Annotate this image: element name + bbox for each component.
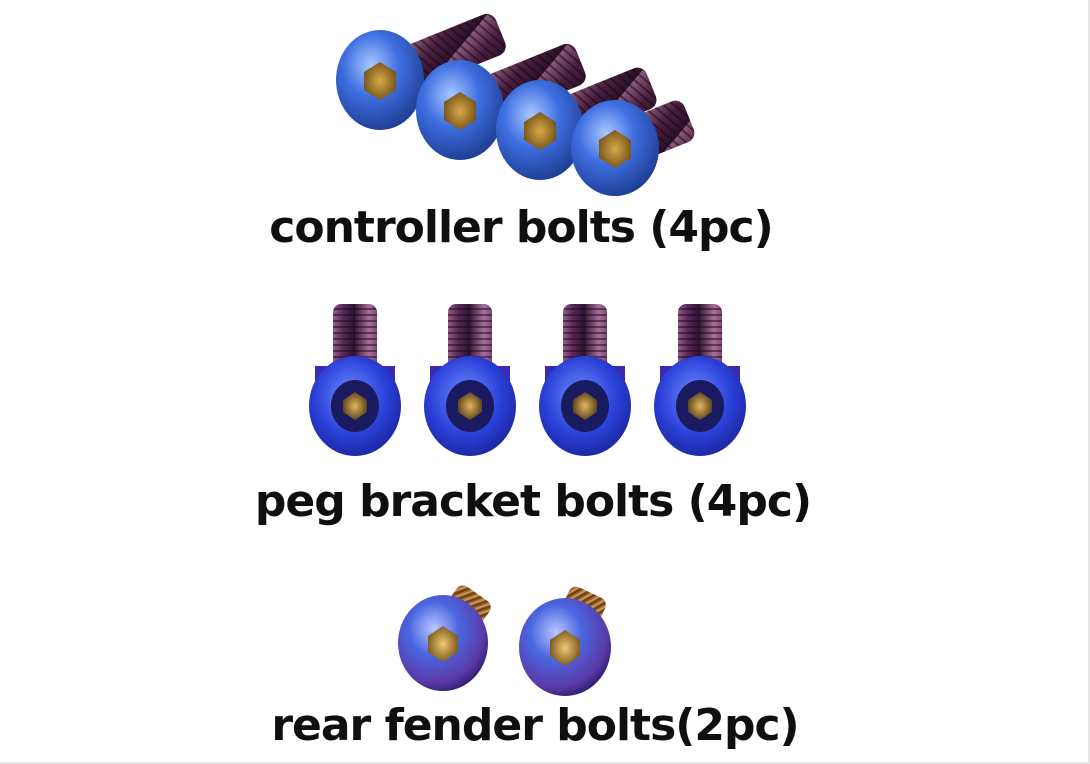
peg-bracket-bolts-photo <box>309 304 746 456</box>
rear-fender-bolts-photo <box>398 585 611 696</box>
bolt-3 <box>539 304 631 456</box>
bolt-4 <box>654 304 746 456</box>
bolt-2 <box>424 304 516 456</box>
controller-bolts-photo <box>336 13 695 196</box>
bolt-3 <box>496 67 657 180</box>
bolt-1 <box>398 585 491 691</box>
bolt-4 <box>571 100 695 196</box>
rear-fender-bolts-caption: rear fender bolts(2pc) <box>271 700 799 751</box>
controller-bolts-caption: controller bolts (4pc) <box>269 202 773 253</box>
bolt-1 <box>336 13 506 130</box>
peg-bracket-bolts-caption: peg bracket bolts (4pc) <box>254 476 812 527</box>
bolt-1 <box>309 304 401 456</box>
bolt-2 <box>519 586 611 696</box>
